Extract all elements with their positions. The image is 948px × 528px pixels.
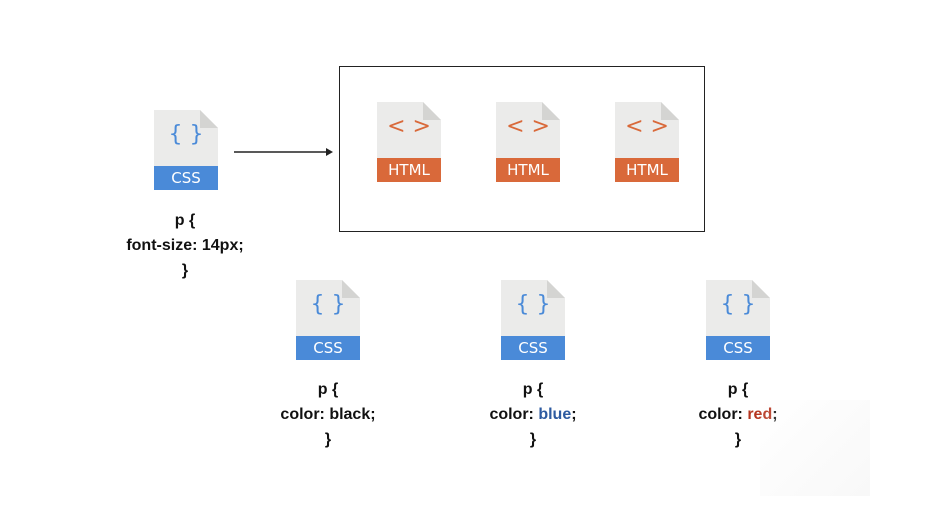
rule-open: p { <box>317 381 339 398</box>
rule-close: } <box>324 431 332 448</box>
rule-property: color: <box>280 406 330 423</box>
override-css-rule: p { color: blue;} <box>453 377 613 452</box>
html-file-icon: < > HTML <box>377 102 441 182</box>
corner-shading <box>760 400 870 496</box>
html-file-icon: < > HTML <box>615 102 679 182</box>
css-file-label: CSS <box>723 339 753 357</box>
source-css-rule: p { font-size: 14px; } <box>105 208 265 283</box>
css-file-label: CSS <box>518 339 548 357</box>
override-css-rule: p { color: black;} <box>248 377 408 452</box>
rule-open: p { <box>522 381 544 398</box>
html-file-glyph: < > <box>625 114 669 139</box>
css-file-icon: { } CSS <box>296 280 360 360</box>
rule-open: p { <box>727 381 749 398</box>
html-file-icon: < > HTML <box>496 102 560 182</box>
override-css-rule: p {color: red;} <box>658 377 818 452</box>
css-file-glyph: { } <box>310 292 346 317</box>
css-braces-glyph: { } <box>168 122 204 147</box>
html-files-group <box>339 66 705 232</box>
rule-declaration: color: black; <box>248 402 408 427</box>
rule-property: color: <box>698 406 748 423</box>
rule-close: } <box>181 262 189 279</box>
css-file-icon: { } CSS <box>154 110 218 190</box>
rule-end: ; <box>370 406 376 423</box>
rule-value: black <box>329 406 371 423</box>
css-file-glyph: { } <box>515 292 551 317</box>
css-file-label: CSS <box>171 169 201 187</box>
rule-property: color: <box>489 406 539 423</box>
rule-value: blue <box>538 406 572 423</box>
css-file-glyph: { } <box>720 292 756 317</box>
rule-declaration: color: blue; <box>453 402 613 427</box>
html-file-glyph: < > <box>387 114 431 139</box>
rule-declaration: font-size: 14px; <box>126 237 244 254</box>
rule-open: p { <box>174 212 196 229</box>
rule-close: } <box>734 431 742 448</box>
html-file-glyph: < > <box>506 114 550 139</box>
css-file-icon: { } CSS <box>706 280 770 360</box>
html-file-label: HTML <box>507 161 549 179</box>
rule-close: } <box>529 431 537 448</box>
html-file-label: HTML <box>626 161 668 179</box>
css-file-icon: { } CSS <box>501 280 565 360</box>
apply-arrow <box>234 145 334 164</box>
html-file-label: HTML <box>388 161 430 179</box>
css-file-label: CSS <box>313 339 343 357</box>
rule-end: ; <box>571 406 577 423</box>
